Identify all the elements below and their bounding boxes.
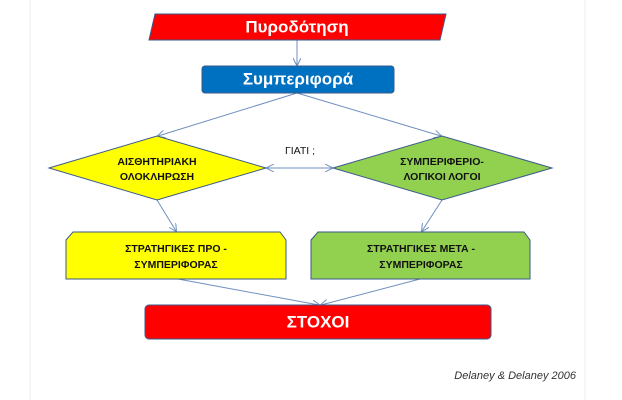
behavior-shape [201, 65, 395, 94]
edge-post-goals [321, 278, 421, 305]
sensory-shape [47, 135, 268, 201]
behavior-label: Συμπεριφορά [243, 69, 354, 88]
post-shape [310, 231, 531, 280]
post-line2: ΣΥΜΠΕΡΙΦΟΡΑΣ [379, 259, 462, 271]
goals-shape [144, 304, 492, 340]
behavioral-line2: ΛΟΓΙΚΟΙ ΛΟΓΟΙ [403, 171, 480, 183]
behavioral-line1: ΣΥΜΠΕΡΙΦΕΡΙΟ- [400, 156, 484, 168]
slide-border [29, 0, 586, 400]
citation: Delaney & Delaney 2006 [454, 370, 577, 382]
node-post: ΣΤΡΑΤΗΓΙΚΕΣ ΜΕΤΑ - ΣΥΜΠΕΡΙΦΟΡΑΣ [310, 231, 531, 280]
sensory-line1: ΑΙΣΘΗΤΗΡΙΑΚΗ [117, 156, 196, 168]
input-label: Πυροδότηση [245, 17, 348, 36]
post-line1: ΣΤΡΑΤΗΓΙΚΕΣ ΜΕΤΑ - [367, 243, 476, 255]
node-goals: ΣΤΟΧΟΙ [144, 304, 492, 340]
node-behavioral: ΣΥΜΠΕΡΙΦΕΡΙΟ- ΛΟΓΙΚΟΙ ΛΟΓΟΙ [331, 135, 554, 201]
pre-shape [65, 231, 287, 280]
edge-behavior-behavioral [296, 92, 441, 136]
behavioral-shape [331, 135, 554, 201]
input-shape [148, 13, 447, 41]
sensory-line2: ΟΛΟΚΛΗΡΩΣΗ [120, 171, 194, 183]
edge-pre-goals [177, 278, 319, 305]
node-input: Πυροδότηση [148, 13, 447, 41]
pre-line2: ΣΥΜΠΕΡΙΦΟΡΑΣ [134, 259, 217, 271]
node-pre: ΣΤΡΑΤΗΓΙΚΕΣ ΠΡΟ - ΣΥΜΠΕΡΙΦΟΡΑΣ [65, 231, 287, 280]
edge-sensory-pre [156, 199, 176, 231]
node-behavior: Συμπεριφορά [201, 65, 395, 94]
goals-label: ΣΤΟΧΟΙ [287, 312, 350, 331]
why-label: ΓΙΑΤΙ ; [285, 145, 315, 157]
edge-behavior-sensory [158, 92, 298, 136]
edge-behavioral-post [422, 199, 443, 231]
pre-line1: ΣΤΡΑΤΗΓΙΚΕΣ ΠΡΟ - [125, 243, 227, 255]
node-sensory: ΑΙΣΘΗΤΗΡΙΑΚΗ ΟΛΟΚΛΗΡΩΣΗ [47, 135, 268, 201]
